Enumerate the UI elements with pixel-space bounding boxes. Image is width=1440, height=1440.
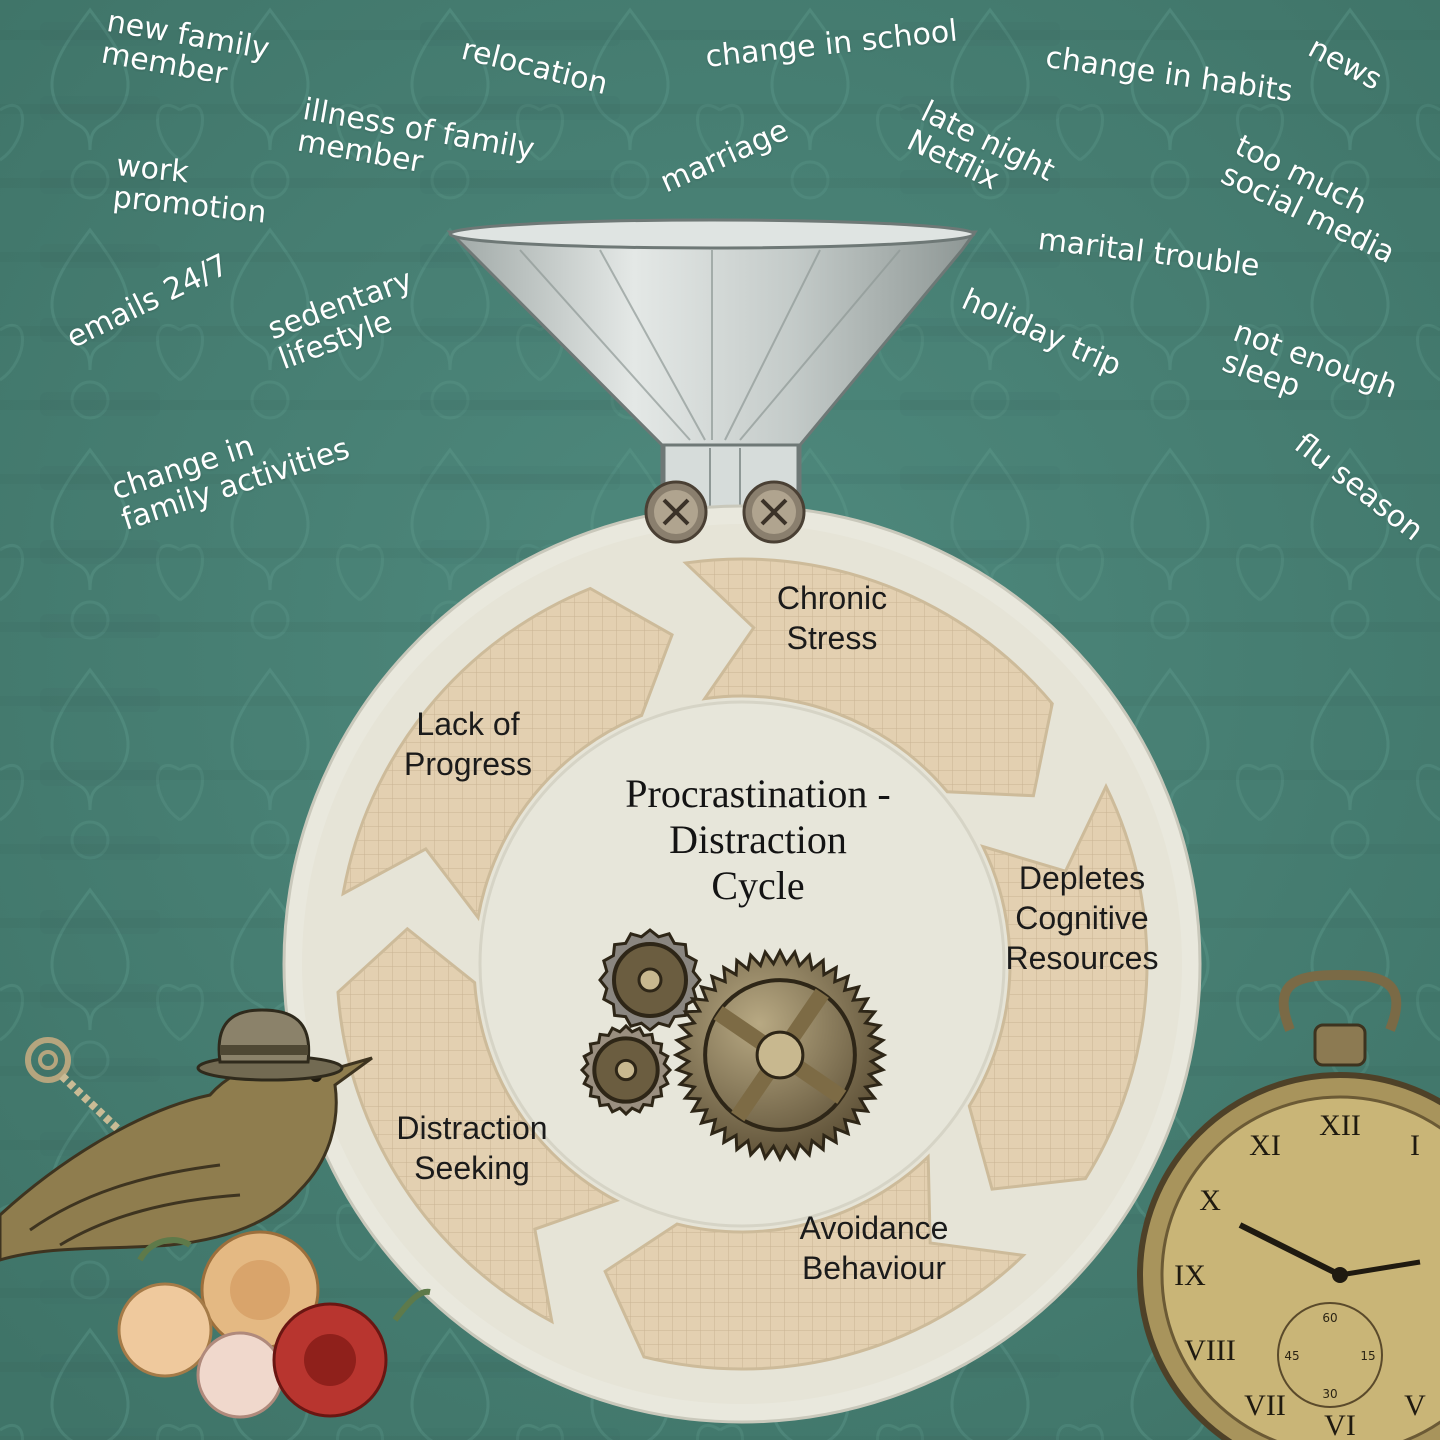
screw-icon — [644, 480, 708, 544]
stage-chronic-stress: Chronic Stress — [776, 580, 888, 656]
watch-numeral: VI — [1324, 1409, 1356, 1440]
watch-numeral: XII — [1319, 1109, 1361, 1142]
cycle-arrow-segment — [341, 586, 674, 922]
funnel-icon — [446, 218, 978, 513]
gears-icon — [579, 928, 888, 1163]
watch-subdial-number: 15 — [1360, 1349, 1375, 1363]
cycle-title: Procrastination - Distraction Cycle — [625, 771, 891, 908]
watch-numeral: IX — [1174, 1259, 1206, 1292]
watch-numeral: VII — [1244, 1389, 1286, 1422]
watch-numeral: V — [1404, 1389, 1426, 1422]
stage-distraction-seeking: Distraction Seeking — [396, 1110, 548, 1186]
watch-numeral: XI — [1249, 1129, 1281, 1162]
watch-numeral: VIII — [1184, 1334, 1236, 1367]
screw-icon — [742, 480, 806, 544]
roses-icon — [117, 1230, 431, 1419]
stage-depletes-cognitive-resources: Depletes Cognitive Resources — [1005, 860, 1159, 976]
watch-subdial-number: 60 — [1322, 1311, 1337, 1325]
stage-lack-of-progress: Lack of Progress — [403, 706, 533, 782]
cycle-arrow-segment — [682, 557, 1054, 798]
bird-icon — [0, 1008, 373, 1262]
watch-subdial-number: 30 — [1322, 1387, 1337, 1401]
cycle-arrows — [336, 557, 1149, 1371]
cycle-arrow-segment — [967, 783, 1149, 1191]
cycle-arrow-segment — [336, 926, 620, 1325]
key-icon — [25, 1037, 143, 1153]
stage-avoidance-behaviour: Avoidance Behaviour — [799, 1210, 949, 1286]
watch-numeral: X — [1199, 1184, 1221, 1217]
watch-numeral: I — [1410, 1129, 1420, 1162]
cycle-arrow-segment — [603, 1153, 1027, 1371]
watch-subdial-number: 45 — [1284, 1349, 1299, 1363]
